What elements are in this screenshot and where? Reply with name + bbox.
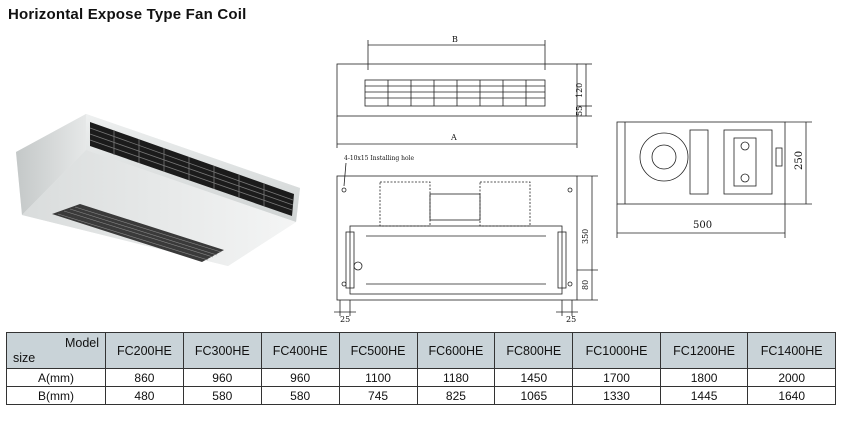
table-cell: 1180 bbox=[416, 368, 496, 387]
model-header: FC1200HE bbox=[659, 332, 749, 369]
dim-80-label: 80 bbox=[581, 280, 590, 290]
table-cell: 860 bbox=[105, 368, 184, 387]
side-view: 250 500 bbox=[616, 121, 812, 238]
installing-hole-label: 4-10x15 Installing hole bbox=[344, 155, 414, 162]
table-cell: 1330 bbox=[572, 386, 661, 405]
table-cell: 825 bbox=[416, 386, 496, 405]
fan-coil-photo bbox=[16, 114, 300, 266]
table-cell: 745 bbox=[338, 386, 418, 405]
spec-table: Model size FC200HE FC300HE FC400HE FC500… bbox=[6, 332, 836, 405]
model-header: FC300HE bbox=[182, 332, 262, 369]
table-cell: 480 bbox=[105, 386, 184, 405]
table-corner-cell: Model size bbox=[6, 332, 106, 369]
table-cell: 580 bbox=[260, 386, 340, 405]
table-cell: 2000 bbox=[747, 368, 836, 387]
table-cell: 1450 bbox=[494, 368, 574, 387]
dim-120-label: 120 bbox=[575, 83, 584, 98]
table-cell: 1700 bbox=[572, 368, 661, 387]
dim-55-label: 55 bbox=[575, 106, 584, 116]
dim-25-left-label: 25 bbox=[340, 315, 350, 324]
table-cell: 960 bbox=[260, 368, 340, 387]
model-header: FC800HE bbox=[494, 332, 574, 369]
dim-b-label: B bbox=[452, 35, 458, 44]
corner-size-label: size bbox=[13, 351, 36, 365]
dim-250-label: 250 bbox=[794, 151, 805, 170]
plan-view: 4-10x15 Installing hole 25 25 350 80 bbox=[334, 155, 598, 324]
table-cell: 1065 bbox=[494, 386, 574, 405]
corner-model-label: Model bbox=[64, 336, 99, 350]
table-row: B(mm) 480 580 580 745 825 1065 1330 1445… bbox=[6, 386, 836, 405]
model-header: FC1000HE bbox=[572, 332, 661, 369]
table-cell: 960 bbox=[182, 368, 262, 387]
table-header-row: Model size FC200HE FC300HE FC400HE FC500… bbox=[6, 332, 836, 369]
table-cell: 1100 bbox=[338, 368, 418, 387]
table-cell: 1640 bbox=[747, 386, 836, 405]
table-cell: 1445 bbox=[659, 386, 749, 405]
table-row: A(mm) 860 960 960 1100 1180 1450 1700 18… bbox=[6, 368, 836, 387]
page-title: Horizontal Expose Type Fan Coil bbox=[8, 6, 247, 23]
dim-500-label: 500 bbox=[693, 220, 712, 231]
model-header: FC500HE bbox=[338, 332, 418, 369]
dim-25-right-label: 25 bbox=[566, 315, 576, 324]
dim-a-label: A bbox=[450, 133, 457, 142]
row-label: B(mm) bbox=[6, 386, 106, 405]
model-header: FC600HE bbox=[416, 332, 496, 369]
front-view: B 120 55 A bbox=[336, 35, 592, 148]
model-header: FC400HE bbox=[260, 332, 340, 369]
table-cell: 580 bbox=[182, 386, 262, 405]
model-header: FC200HE bbox=[105, 332, 184, 369]
model-header: FC1400HE bbox=[747, 332, 836, 369]
dimension-drawings: B 120 55 A 4-10x15 Installing hole 25 bbox=[334, 35, 812, 324]
row-label: A(mm) bbox=[6, 368, 106, 387]
dim-350-label: 350 bbox=[581, 229, 590, 244]
table-cell: 1800 bbox=[659, 368, 749, 387]
